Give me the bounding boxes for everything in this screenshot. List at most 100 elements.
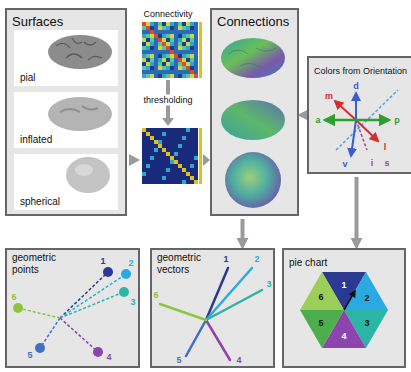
matrix-cell bbox=[154, 160, 158, 164]
matrix-cell bbox=[154, 50, 158, 54]
matrix-cell bbox=[142, 176, 146, 180]
matrix-cell bbox=[178, 30, 182, 34]
matrix-cell bbox=[178, 70, 182, 74]
matrix-cell bbox=[186, 156, 190, 160]
matrix-cell bbox=[158, 42, 162, 46]
matrix-cell bbox=[194, 58, 198, 62]
matrix-cell bbox=[194, 62, 198, 66]
output-panel: geometric vectors bbox=[150, 248, 275, 368]
matrix-cell bbox=[166, 160, 170, 164]
matrix-cell bbox=[158, 172, 162, 176]
matrix-cell bbox=[170, 132, 174, 136]
matrix-cell bbox=[182, 176, 186, 180]
matrix-cell bbox=[146, 62, 150, 66]
matrix-cell bbox=[166, 152, 170, 156]
matrix-cell bbox=[174, 128, 178, 132]
matrix-cell bbox=[174, 46, 178, 50]
matrix-cell bbox=[158, 168, 162, 172]
matrix-cell bbox=[182, 74, 186, 78]
matrix-cell bbox=[194, 152, 198, 156]
callout-number: 2 bbox=[254, 255, 259, 264]
brain-folds bbox=[60, 106, 98, 112]
matrix-cell bbox=[166, 54, 170, 58]
matrix-cell bbox=[166, 136, 170, 140]
matrix-cell bbox=[154, 30, 158, 34]
matrix-cell bbox=[154, 46, 158, 50]
matrix-cell bbox=[146, 140, 150, 144]
matrix-cell bbox=[190, 140, 194, 144]
matrix-cell bbox=[146, 74, 150, 78]
matrix-cell bbox=[150, 164, 154, 168]
matrix-cell bbox=[190, 70, 194, 74]
matrix-cell bbox=[166, 132, 170, 136]
callout-number: 5 bbox=[318, 319, 323, 328]
flow-arrow bbox=[129, 154, 140, 166]
matrix-cell bbox=[142, 132, 146, 136]
matrix-cell bbox=[178, 136, 182, 140]
matrix-cell bbox=[142, 50, 146, 54]
matrix-cell bbox=[174, 22, 178, 26]
geometric-points bbox=[13, 267, 131, 357]
matrix-cell bbox=[194, 136, 198, 140]
matrix-cell bbox=[146, 38, 150, 42]
axis-letter: v bbox=[342, 160, 347, 169]
matrix-cell bbox=[150, 26, 154, 30]
matrix-cell bbox=[150, 62, 154, 66]
matrix-cell bbox=[190, 144, 194, 148]
matrix-cell bbox=[142, 66, 146, 70]
matrix-cell bbox=[158, 144, 162, 148]
matrix-cell bbox=[186, 70, 190, 74]
matrix-cell bbox=[170, 144, 174, 148]
axis-letter: d bbox=[353, 82, 359, 91]
callout-number: 1 bbox=[100, 257, 105, 266]
matrix-cell bbox=[194, 128, 198, 132]
matrix-cell bbox=[158, 148, 162, 152]
matrix-cell bbox=[194, 46, 198, 50]
spherical-brain bbox=[66, 157, 110, 193]
surface-box: spherical bbox=[14, 154, 118, 210]
matrix-cell bbox=[178, 38, 182, 42]
callout-number: 3 bbox=[364, 319, 369, 328]
matrix-cell bbox=[142, 70, 146, 74]
matrix-cell bbox=[162, 46, 166, 50]
matrix-cell bbox=[170, 62, 174, 66]
vector-arrow bbox=[355, 93, 357, 120]
matrix-cell bbox=[162, 156, 166, 160]
matrix-cell bbox=[186, 42, 190, 46]
matrix-cell bbox=[178, 152, 182, 156]
matrix-cell bbox=[190, 38, 194, 42]
matrix-cell bbox=[142, 30, 146, 34]
matrix-cell bbox=[162, 160, 166, 164]
matrix-cell bbox=[142, 156, 146, 160]
matrix-cell bbox=[146, 50, 150, 54]
matrix-cell bbox=[146, 176, 150, 180]
matrix-cell bbox=[178, 128, 182, 132]
matrix-cell bbox=[166, 156, 170, 160]
arrow-head bbox=[162, 118, 174, 126]
matrix-cell bbox=[170, 128, 174, 132]
matrix-cell bbox=[158, 164, 162, 168]
matrix-cell bbox=[186, 58, 190, 62]
matrix-cell bbox=[174, 74, 178, 78]
surface-box: inflated bbox=[14, 92, 118, 148]
matrix-cell bbox=[146, 136, 150, 140]
matrix-cell bbox=[146, 30, 150, 34]
matrix-cell bbox=[190, 168, 194, 172]
callout-number: 6 bbox=[318, 293, 323, 302]
callout-number: 6 bbox=[11, 293, 16, 302]
matrix-cell bbox=[158, 136, 162, 140]
matrix-cell bbox=[162, 22, 166, 26]
matrix-cell bbox=[190, 148, 194, 152]
surface-box: pial bbox=[14, 30, 118, 86]
axis-letter: p bbox=[394, 116, 400, 125]
matrix-cell bbox=[194, 66, 198, 70]
matrix-cell bbox=[146, 34, 150, 38]
matrix-cell bbox=[174, 172, 178, 176]
matrix-cell bbox=[170, 66, 174, 70]
matrix-cell bbox=[170, 74, 174, 78]
matrix-cell bbox=[194, 42, 198, 46]
matrix-cell bbox=[162, 132, 166, 136]
callout-number: 4 bbox=[106, 353, 111, 362]
matrix-cell bbox=[194, 38, 198, 42]
surfaces-panel: Surfacespialinflatedspherical bbox=[5, 8, 127, 216]
